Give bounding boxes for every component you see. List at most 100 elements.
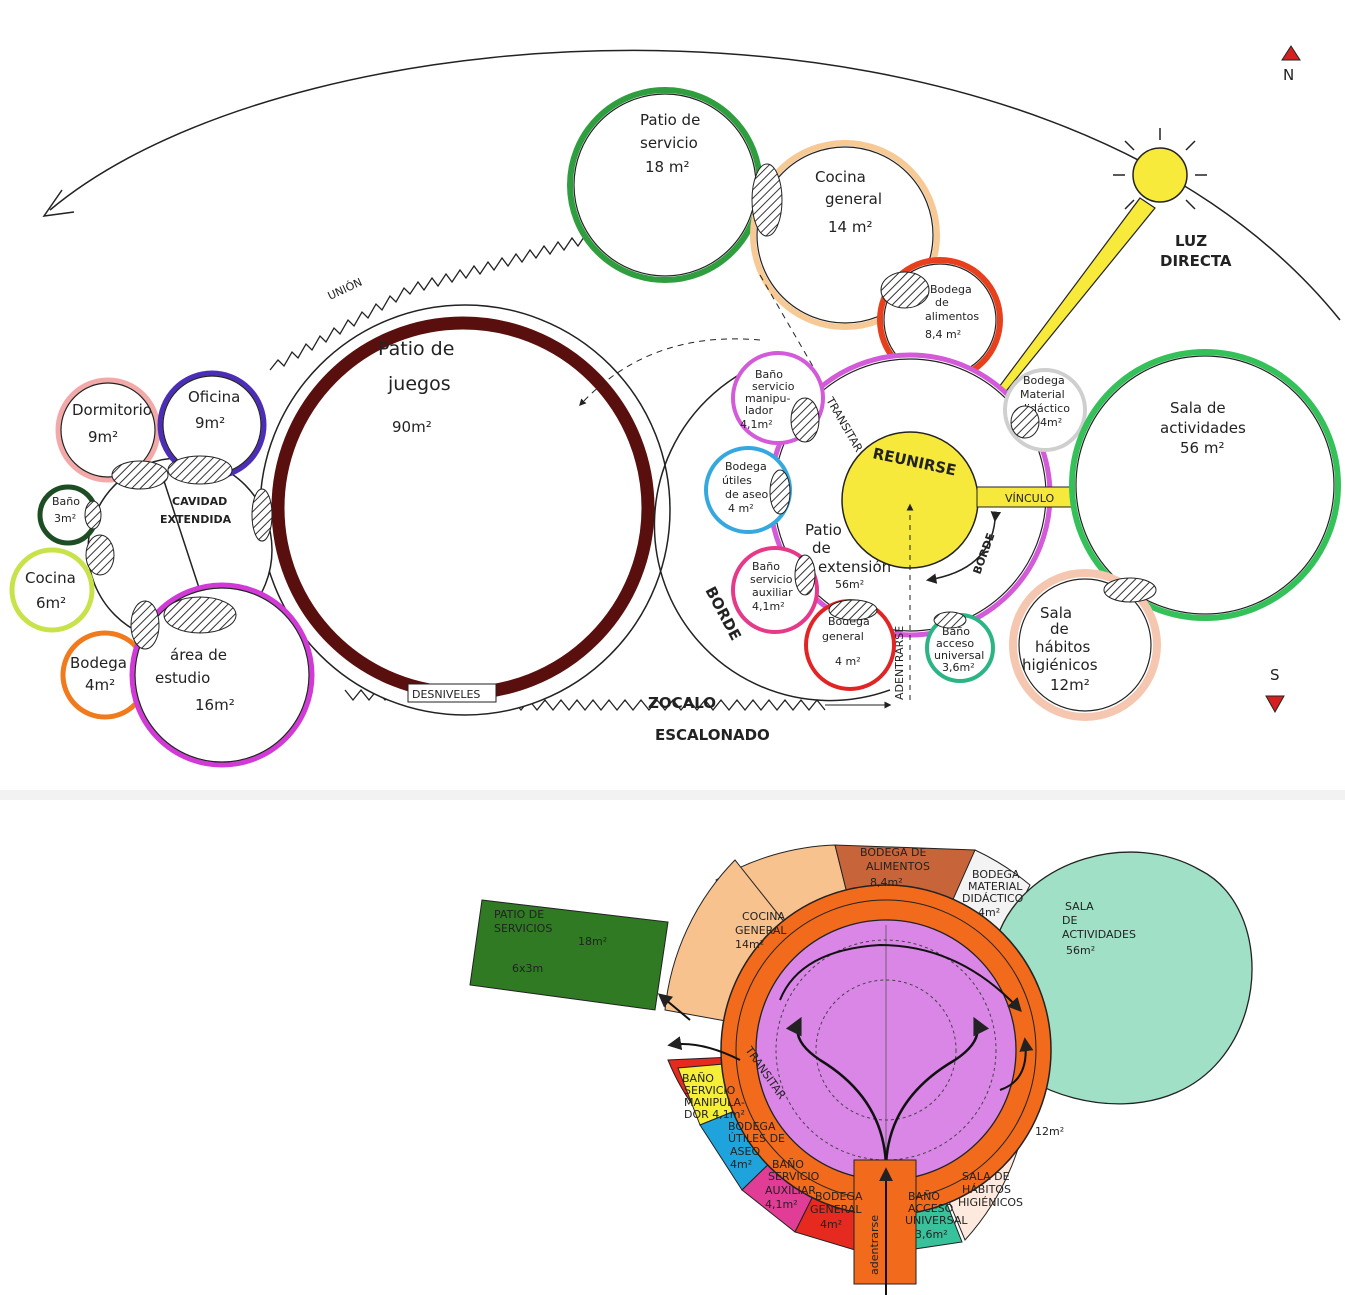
sun-icon bbox=[1113, 128, 1207, 210]
bano-manipulador-l5: 4,1m² bbox=[740, 418, 773, 431]
bodega-l1: Bodega bbox=[70, 654, 127, 672]
plan-bodega-utiles-l2: ÚTILES DE bbox=[728, 1132, 785, 1145]
plan-bano-universal-l4: 3,6m² bbox=[915, 1228, 948, 1241]
bano-auxiliar-l2: servicio bbox=[750, 573, 793, 586]
plan-bano-manipulador-l2: SERVICIO bbox=[684, 1084, 736, 1097]
bano-manipulador-l2: servicio bbox=[752, 380, 795, 393]
patio-extension-l4: 56m² bbox=[835, 578, 864, 591]
bano-l1: Baño bbox=[52, 495, 80, 508]
plan-bodega-utiles-l4: 4m² bbox=[730, 1158, 752, 1171]
bano-manipulador-l3: manipu- bbox=[745, 392, 790, 405]
south-indicator: S bbox=[1265, 666, 1285, 714]
plan-bodega-alimentos-l1: BODEGA DE bbox=[860, 846, 926, 859]
bodega-alimentos-l4: 8,4 m² bbox=[925, 328, 961, 341]
patio-servicio-l1: Patio de bbox=[640, 111, 700, 129]
plan-bano-manipulador-l3: MANIPULA- bbox=[684, 1096, 745, 1109]
north-indicator: N bbox=[1281, 45, 1301, 84]
plan-sala-habitos-l3: HIGIÉNICOS bbox=[958, 1196, 1023, 1209]
bodega-utiles-l1: Bodega bbox=[725, 460, 767, 473]
sala-actividades-l3: 56 m² bbox=[1180, 439, 1224, 457]
plan-sala-habitos-l1: SALA DE bbox=[962, 1170, 1010, 1183]
plan-bano-auxiliar-l2: SERVICIO bbox=[768, 1170, 820, 1183]
plan-bodega-alimentos-l3: 8,4m² bbox=[870, 876, 903, 889]
zocalo-label-1: ZOCALO bbox=[648, 694, 716, 712]
plan-bodega-material-l3: DIDÁCTICO bbox=[962, 892, 1024, 905]
bano-l2: 3m² bbox=[54, 512, 76, 525]
plan-bano-auxiliar-l3: AUXILIAR bbox=[765, 1184, 816, 1197]
sun-label-1: LUZ bbox=[1175, 232, 1207, 250]
plan-patio-servicios bbox=[469, 899, 669, 1011]
patio-servicio-l2: servicio bbox=[640, 134, 698, 152]
bodega-material-l4: 4m² bbox=[1040, 416, 1062, 429]
plan-bano-auxiliar-l4: 4,1m² bbox=[765, 1198, 798, 1211]
cavidad-l2: EXTENDIDA bbox=[160, 513, 232, 526]
patio-extension-l2: de bbox=[812, 539, 831, 557]
left-cluster: CAVIDAD EXTENDIDA Dormitorio 9m² Oficina… bbox=[9, 370, 315, 768]
plan-adentrarse-label: adentrarse bbox=[868, 1215, 881, 1275]
desniveles-box bbox=[407, 683, 497, 703]
plan-bodega-general-l2: GENERAL bbox=[810, 1203, 862, 1216]
patio-juegos-l1: Patio de bbox=[378, 338, 454, 360]
cocina-general-l3: 14 m² bbox=[828, 218, 872, 236]
plan-bodega-general-l3: 4m² bbox=[820, 1218, 842, 1231]
adentrarse-label: ADENTRARSE bbox=[893, 626, 906, 700]
area-estudio-l1: área de bbox=[170, 646, 227, 664]
bodega-utiles-l4: 4 m² bbox=[728, 502, 754, 515]
cocina-general-l1: Cocina bbox=[815, 168, 866, 186]
bodega-alimentos-l3: alimentos bbox=[925, 310, 979, 323]
north-label: N bbox=[1283, 66, 1294, 84]
union-label: UNIÓN bbox=[326, 276, 365, 303]
bano-auxiliar-l3: auxiliar bbox=[752, 586, 793, 599]
zocalo-label-2: ESCALONADO bbox=[655, 726, 770, 744]
area-estudio-l3: 16m² bbox=[195, 696, 235, 714]
sala-habitos-l2: de bbox=[1050, 620, 1069, 638]
plan-bodega-general-l1: BODEGA bbox=[815, 1190, 863, 1203]
patio-extension-l1: Patio bbox=[805, 521, 842, 539]
plan-sala-actividades-l1: SALA bbox=[1065, 900, 1094, 913]
bubble-patio-juegos: Patio de juegos 90m² bbox=[259, 304, 671, 716]
plan-cocina-l1: COCINA bbox=[742, 910, 785, 923]
patio-servicio-l3: 18 m² bbox=[645, 158, 689, 176]
bubble-diagram: N S LUZ DIRECTA UNIÓN ZOCALO ESCALONADO bbox=[9, 45, 1341, 768]
south-label: S bbox=[1270, 666, 1280, 684]
patio-juegos-l2: juegos bbox=[387, 373, 451, 395]
plan-sala-actividades-l4: 56m² bbox=[1066, 944, 1095, 957]
bano-manipulador-l1: Baño bbox=[755, 368, 783, 381]
bubble-area-estudio bbox=[129, 582, 315, 768]
plan-patio-servicios-l3: 18m² bbox=[578, 935, 607, 948]
sun-label-2: DIRECTA bbox=[1160, 252, 1232, 270]
plan-area-12: 12m² bbox=[1035, 1125, 1064, 1138]
bodega-utiles-l3: de aseo bbox=[725, 488, 768, 501]
patio-extension-l3: extensión bbox=[818, 558, 891, 576]
plan-bodega-material-l1: BODEGA bbox=[972, 868, 1020, 881]
sala-habitos-l4: higiénicos bbox=[1022, 656, 1098, 674]
plan-bano-universal-l3: UNIVERSAL bbox=[905, 1214, 968, 1227]
area-estudio-l2: estudio bbox=[155, 669, 210, 687]
plan-cocina-l3: 14m² bbox=[735, 938, 764, 951]
bodega-l2: 4m² bbox=[85, 676, 115, 694]
plan-sala-actividades-l3: ACTIVIDADES bbox=[1062, 928, 1136, 941]
plan-patio-servicios-l2: SERVICIOS bbox=[494, 922, 552, 935]
vinculo-label: VÍNCULO bbox=[1005, 492, 1054, 505]
bodega-utiles-l2: útiles bbox=[722, 474, 752, 487]
cavidad-l1: CAVIDAD bbox=[172, 495, 227, 508]
bano-auxiliar-l4: 4,1m² bbox=[752, 600, 785, 613]
plan-patio-servicios-l1: PATIO DE bbox=[494, 908, 544, 921]
patio-juegos-l3: 90m² bbox=[392, 418, 432, 436]
bano-auxiliar-l1: Baño bbox=[752, 560, 780, 573]
desniveles-label: DESNIVELES bbox=[412, 688, 480, 701]
right-cluster: BORDE REUNIRSE VÍNCULO Patio de extensió… bbox=[579, 338, 1341, 721]
bano-universal-l2: acceso bbox=[936, 637, 974, 650]
cocina-general-l2: general bbox=[825, 190, 882, 208]
sala-habitos-l5: 12m² bbox=[1050, 676, 1090, 694]
top-cluster: Patio de servicio 18 m² Cocina general 1… bbox=[567, 87, 1003, 383]
bodega-general-l3: 4 m² bbox=[835, 655, 861, 668]
bano-universal-l4: 3,6m² bbox=[942, 661, 975, 674]
bodega-alimentos-l2: de bbox=[935, 296, 949, 309]
plan-bano-manipulador-l4: DOR 4,1m² bbox=[684, 1108, 745, 1121]
cocina-l1: Cocina bbox=[25, 569, 76, 587]
plan-bodega-material-l4: 4m² bbox=[978, 906, 1000, 919]
bodega-alimentos-l1: Bodega bbox=[930, 283, 972, 296]
plan-bodega-utiles-l1: BODEGA bbox=[728, 1120, 776, 1133]
